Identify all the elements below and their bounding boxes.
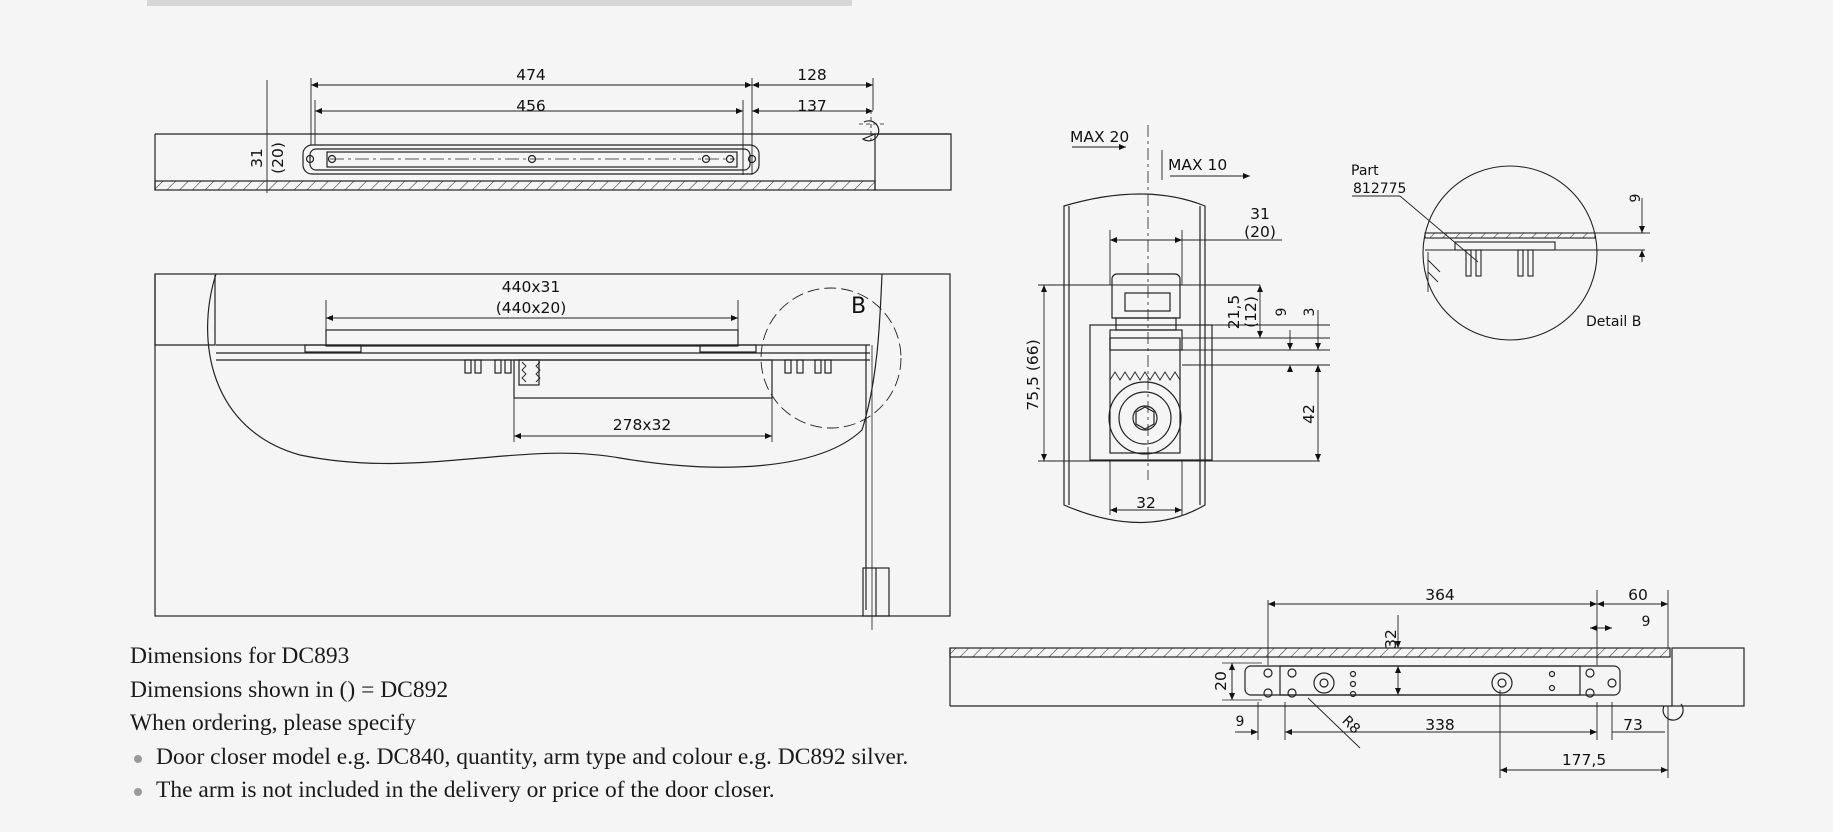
dimensions-for-note: Dimensions for DC893 <box>130 643 350 669</box>
section-view-labels: MAX 20 MAX 10 31 (20) 75,5 (66) 21,5 (12… <box>1024 128 1318 512</box>
front-view-labels: 440x31 (440x20) 278x32 B <box>496 278 866 434</box>
dim-3: 3 <box>1302 308 1318 317</box>
top-view <box>154 78 952 193</box>
dim-75-5-66: 75,5 (66) <box>1024 339 1042 410</box>
front-view <box>154 273 951 630</box>
dim-278x32: 278x32 <box>613 416 671 434</box>
dim-9: 9 <box>1236 714 1245 730</box>
dim-128: 128 <box>797 66 827 84</box>
dim-364: 364 <box>1425 586 1455 604</box>
dim-73: 73 <box>1623 716 1643 734</box>
dim-137: 137 <box>797 97 827 115</box>
dim-9: 9 <box>1274 308 1290 317</box>
top-view-labels: 474 456 128 137 31 (20) <box>248 66 827 174</box>
detail-b-marker: B <box>851 294 866 319</box>
dim-474: 474 <box>516 66 546 84</box>
bullet-item: Door closer model e.g. DC840, quantity, … <box>130 741 1030 775</box>
dim-20-paren: (20) <box>269 142 287 174</box>
dim-20-paren: (20) <box>1244 223 1276 241</box>
detail-b <box>1352 165 1650 341</box>
dim-21-5: 21,5 <box>1225 295 1243 330</box>
detail-b-labels: Part 812775 9 Detail B <box>1351 163 1644 330</box>
top-scroll-bar <box>147 0 852 6</box>
mounting-plate-view <box>949 590 1745 778</box>
dim-9: 9 <box>1642 614 1651 630</box>
dim-20: 20 <box>1212 671 1230 691</box>
dim-338: 338 <box>1425 716 1455 734</box>
detail-b-caption: Detail B <box>1586 314 1641 330</box>
dim-r8: R8 <box>1339 713 1363 737</box>
dim-32: 32 <box>1382 629 1400 649</box>
dim-440x31: 440x31 <box>502 278 560 296</box>
dim-177-5: 177,5 <box>1562 751 1606 769</box>
dim-max-20: MAX 20 <box>1070 128 1129 146</box>
dim-31: 31 <box>1250 205 1270 223</box>
section-view <box>1038 125 1330 523</box>
dim-32: 32 <box>1136 494 1156 512</box>
dim-12-paren: (12) <box>1242 296 1260 328</box>
dimensions-shown-note: Dimensions shown in () = DC892 <box>130 676 449 703</box>
mounting-plate-labels: 364 60 9 32 20 9 R8 338 73 177,5 <box>1212 586 1650 769</box>
dim-440x20-paren: (440x20) <box>496 299 567 317</box>
dim-60: 60 <box>1628 586 1648 604</box>
ordering-note: When ordering, please specify <box>130 710 416 736</box>
dim-max-10: MAX 10 <box>1168 156 1227 174</box>
dim-31: 31 <box>248 148 266 168</box>
bullet-item: The arm is not included in the delivery … <box>130 774 1030 808</box>
ordering-notes: Dimensions for DC893 Dimensions shown in… <box>130 640 1030 808</box>
dim-456: 456 <box>516 97 546 115</box>
dim-9: 9 <box>1628 194 1644 203</box>
part-number: 812775 <box>1353 181 1406 197</box>
dim-42: 42 <box>1300 404 1318 424</box>
part-label: Part <box>1351 163 1379 179</box>
